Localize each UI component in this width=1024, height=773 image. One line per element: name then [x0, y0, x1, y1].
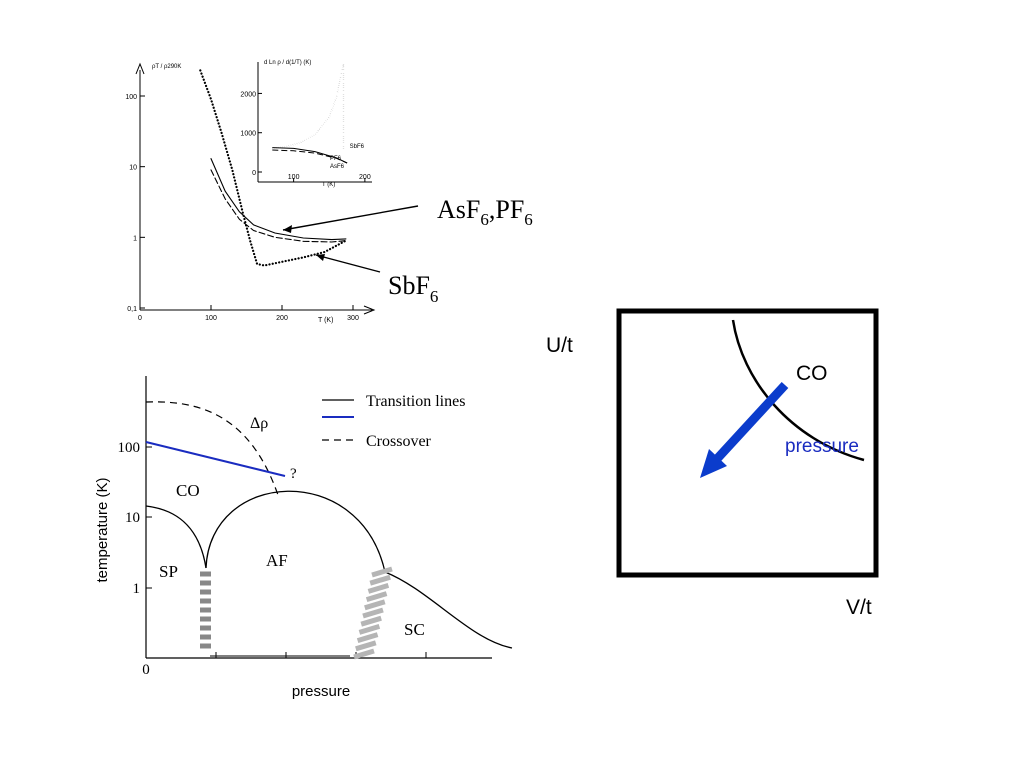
p2-legend: Transition lines Crossover: [322, 393, 465, 450]
p1-ytick-label: 1: [133, 235, 137, 242]
arrow-asf6-pf6-head: [283, 225, 292, 233]
region-co: CO: [176, 481, 200, 500]
hatch-stripe: [353, 648, 375, 660]
inset-label-sbf6: SbF6: [350, 144, 365, 150]
inset-xlabel: T (K): [322, 182, 335, 188]
arrow-sbf6-head: [316, 254, 325, 261]
legend-crossover: Crossover: [366, 433, 432, 450]
schematic-diagram: CO pressure U/t V/t: [546, 308, 879, 619]
co-boundary-curve: [731, 319, 865, 462]
p2-ytick-100: 100: [118, 440, 141, 456]
inset-xtick-label: 200: [359, 174, 371, 181]
co-sp-boundary: [145, 505, 207, 569]
sc-boundary: [384, 571, 513, 649]
p2-ylabel: temperature (K): [94, 477, 111, 582]
p1-series-pf6: [210, 169, 347, 243]
p1-series-asf6-pf6: [210, 158, 347, 241]
p1-xtick-label: 100: [205, 315, 217, 322]
pressure-arrow-head: [700, 449, 727, 478]
inset-ylabel: d Ln ρ / d(1/T) (K): [264, 60, 311, 66]
schematic-ylabel: U/t: [546, 334, 573, 357]
hatch-stripe: [364, 599, 386, 611]
resistivity-chart: ρT / ρ290K T (K) 0,1 1 10 100 0 100 200 300 As…: [125, 62, 533, 324]
schematic-co-label: CO: [796, 362, 828, 385]
inset-ytick-label: 1000: [240, 131, 256, 138]
inset-ytick-label: 2000: [240, 91, 256, 98]
inset-chart: d Ln ρ / d(1/T) (K) T (K) 0 1000 2000 100 2…: [240, 60, 372, 188]
p1-xlabel: T (K): [318, 317, 333, 324]
inset-ytick-label: 0: [252, 170, 256, 177]
inset-series-sbf6: [272, 63, 345, 151]
inset-y-ticks: 0 1000 2000: [240, 91, 262, 177]
p1-y-axis-arrow: [135, 62, 145, 75]
hatch-stripe: [362, 607, 384, 619]
p1-series: [199, 69, 347, 267]
label-asf6-pf6: AsF6,PF6: [437, 195, 533, 229]
p1-x-axis-arrow: [363, 305, 376, 315]
p2-xtick-0: 0: [142, 662, 150, 678]
pressure-arrow-shaft: [712, 381, 789, 464]
label-sbf6: SbF6: [388, 271, 438, 306]
legend-transition-lines: Transition lines: [366, 393, 465, 410]
schematic-xlabel: V/t: [846, 596, 872, 619]
pressure-label: pressure: [785, 436, 859, 457]
region-sc: SC: [404, 620, 425, 639]
p1-ytick-label: 100: [125, 94, 137, 101]
p1-xtick-label: 200: [276, 315, 288, 322]
p1-xtick-label: 300: [347, 315, 359, 322]
inset-xtick-label: 100: [288, 174, 300, 181]
region-sp: SP: [159, 562, 178, 581]
hatch-stripe: [367, 583, 390, 594]
af-dome: [205, 490, 386, 573]
p1-ytick-label: 10: [129, 165, 137, 172]
inset-label-pf6: PF6: [330, 156, 342, 162]
p1-ytick-label: 0,1: [127, 306, 137, 313]
hatch-stripe: [356, 632, 379, 643]
annotation-question: ?: [290, 466, 297, 482]
p1-series-sbf6: [199, 69, 347, 267]
p1-y-ticks: 0,1 1 10 100: [125, 94, 145, 313]
arrow-asf6-pf6: [282, 205, 419, 231]
inset-x-ticks: 100 200: [288, 174, 371, 182]
hatch-stripe: [355, 640, 377, 652]
inset-series-asf6: [272, 147, 348, 164]
inset-label-asf6: AsF6: [330, 164, 345, 170]
hatch-stripe: [369, 574, 391, 586]
hatch-stripe: [365, 591, 388, 602]
inset-series: [272, 63, 348, 164]
p2-ytick-10: 10: [125, 510, 140, 526]
p1-xtick-label: 0: [138, 315, 142, 322]
sp-af-hatch: [200, 571, 211, 649]
crossover-line: [145, 401, 279, 496]
p1-x-ticks: 0 100 200 300: [138, 305, 359, 322]
region-af: AF: [266, 551, 288, 570]
p1-ylabel: ρT / ρ290K: [152, 64, 181, 70]
hatch-stripe: [371, 566, 393, 578]
blue-transition-line: [145, 441, 286, 477]
schematic-frame: [616, 308, 879, 578]
arrow-sbf6: [315, 254, 381, 273]
p2-ytick-1: 1: [133, 581, 141, 597]
af-sc-hatch: [353, 566, 393, 660]
p2-xlabel: pressure: [292, 683, 350, 700]
phase-diagram: 100 10 1 0 temperature (K) pressure CO S…: [94, 376, 513, 700]
hatch-stripe: [360, 615, 382, 627]
annotation-delta-rho: Δρ: [250, 415, 268, 432]
hatch-stripe: [358, 624, 381, 635]
